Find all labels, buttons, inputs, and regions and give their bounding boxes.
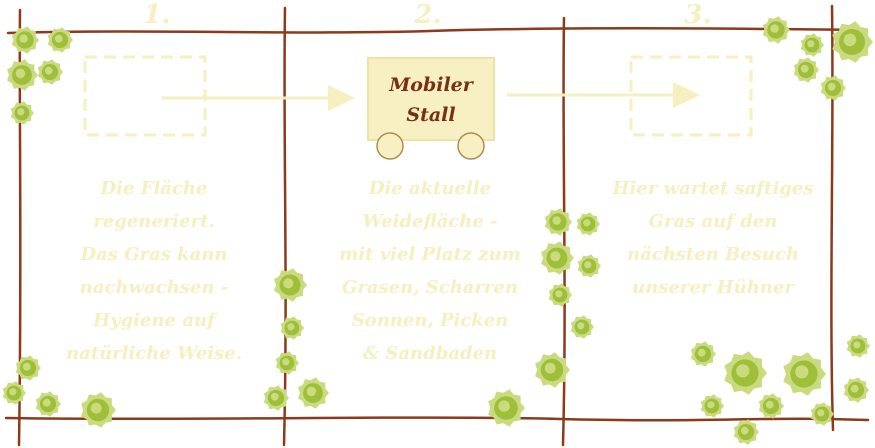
grass-tuft-icon (15, 355, 42, 381)
grass-tuft-icon (810, 402, 834, 426)
step-2-description: Die aktuelle Weidefläche - mit viel Plat… (339, 178, 521, 364)
grass-tuft-icon (793, 57, 819, 83)
stall-wheel-right (457, 132, 485, 160)
grass-tuft-icon (544, 208, 572, 236)
arrow-right-icon (507, 82, 700, 108)
arrow-right-icon (162, 85, 355, 111)
grass-tuft-icon (280, 316, 304, 340)
step-number-1: 1. (143, 0, 171, 30)
grass-tuft-icon (832, 21, 873, 63)
fence-post-2 (282, 6, 287, 447)
grass-tuft-icon (548, 283, 572, 307)
stall-label: Mobiler Stall (389, 74, 473, 126)
stall-wheel-left (376, 132, 404, 160)
step-number-3: 3. (684, 0, 712, 30)
grass-tuft-icon (733, 419, 759, 445)
grass-tuft-icon (7, 59, 38, 91)
stall-body (367, 57, 495, 141)
grass-tuft-icon (577, 254, 601, 278)
fence-top-line (6, 27, 862, 35)
grass-tuft-icon (298, 377, 329, 409)
grass-tuft-icon (846, 334, 870, 358)
mobile-stall-icon (367, 57, 495, 160)
grass-tuft-icon (35, 391, 61, 417)
step-number-2: 2. (414, 0, 442, 30)
grass-tuft-icon (690, 341, 716, 367)
grass-tuft-icon (576, 212, 600, 236)
grass-tuft-icon (762, 16, 790, 44)
grass-tufts (2, 16, 873, 445)
grass-tuft-icon (11, 26, 40, 54)
grass-tuft-icon (758, 393, 784, 419)
step-3-description: Hier wartet saftiges Gras auf den nächst… (612, 178, 814, 298)
grass-tuft-icon (47, 27, 73, 53)
grass-tuft-icon (843, 377, 869, 403)
fence-bottom-line (4, 416, 870, 422)
grass-tuft-icon (800, 33, 824, 57)
grass-tuft-icon (10, 101, 34, 125)
grass-tuft-icon (535, 352, 570, 388)
fence-post-4 (830, 4, 835, 432)
empty-stall-outline-left (83, 55, 207, 137)
grass-tuft-icon (263, 385, 289, 411)
grass-tuft-icon (274, 268, 307, 302)
grass-tuft-icon (488, 389, 525, 427)
grass-tuft-icon (820, 75, 846, 101)
grass-tuft-icon (275, 351, 299, 375)
grass-tuft-icon (570, 315, 594, 339)
empty-stall-outline-right (629, 55, 753, 137)
grass-tuft-icon (2, 381, 26, 405)
step-1-description: Die Fläche regeneriert. Das Gras kann na… (66, 178, 242, 364)
grass-tuft-icon (81, 392, 116, 428)
grass-tuft-icon (724, 351, 767, 395)
grass-tuft-icon (783, 352, 826, 396)
grass-tuft-icon (700, 394, 724, 418)
grass-tuft-icon (541, 241, 574, 275)
grass-tuft-icon (37, 59, 63, 85)
